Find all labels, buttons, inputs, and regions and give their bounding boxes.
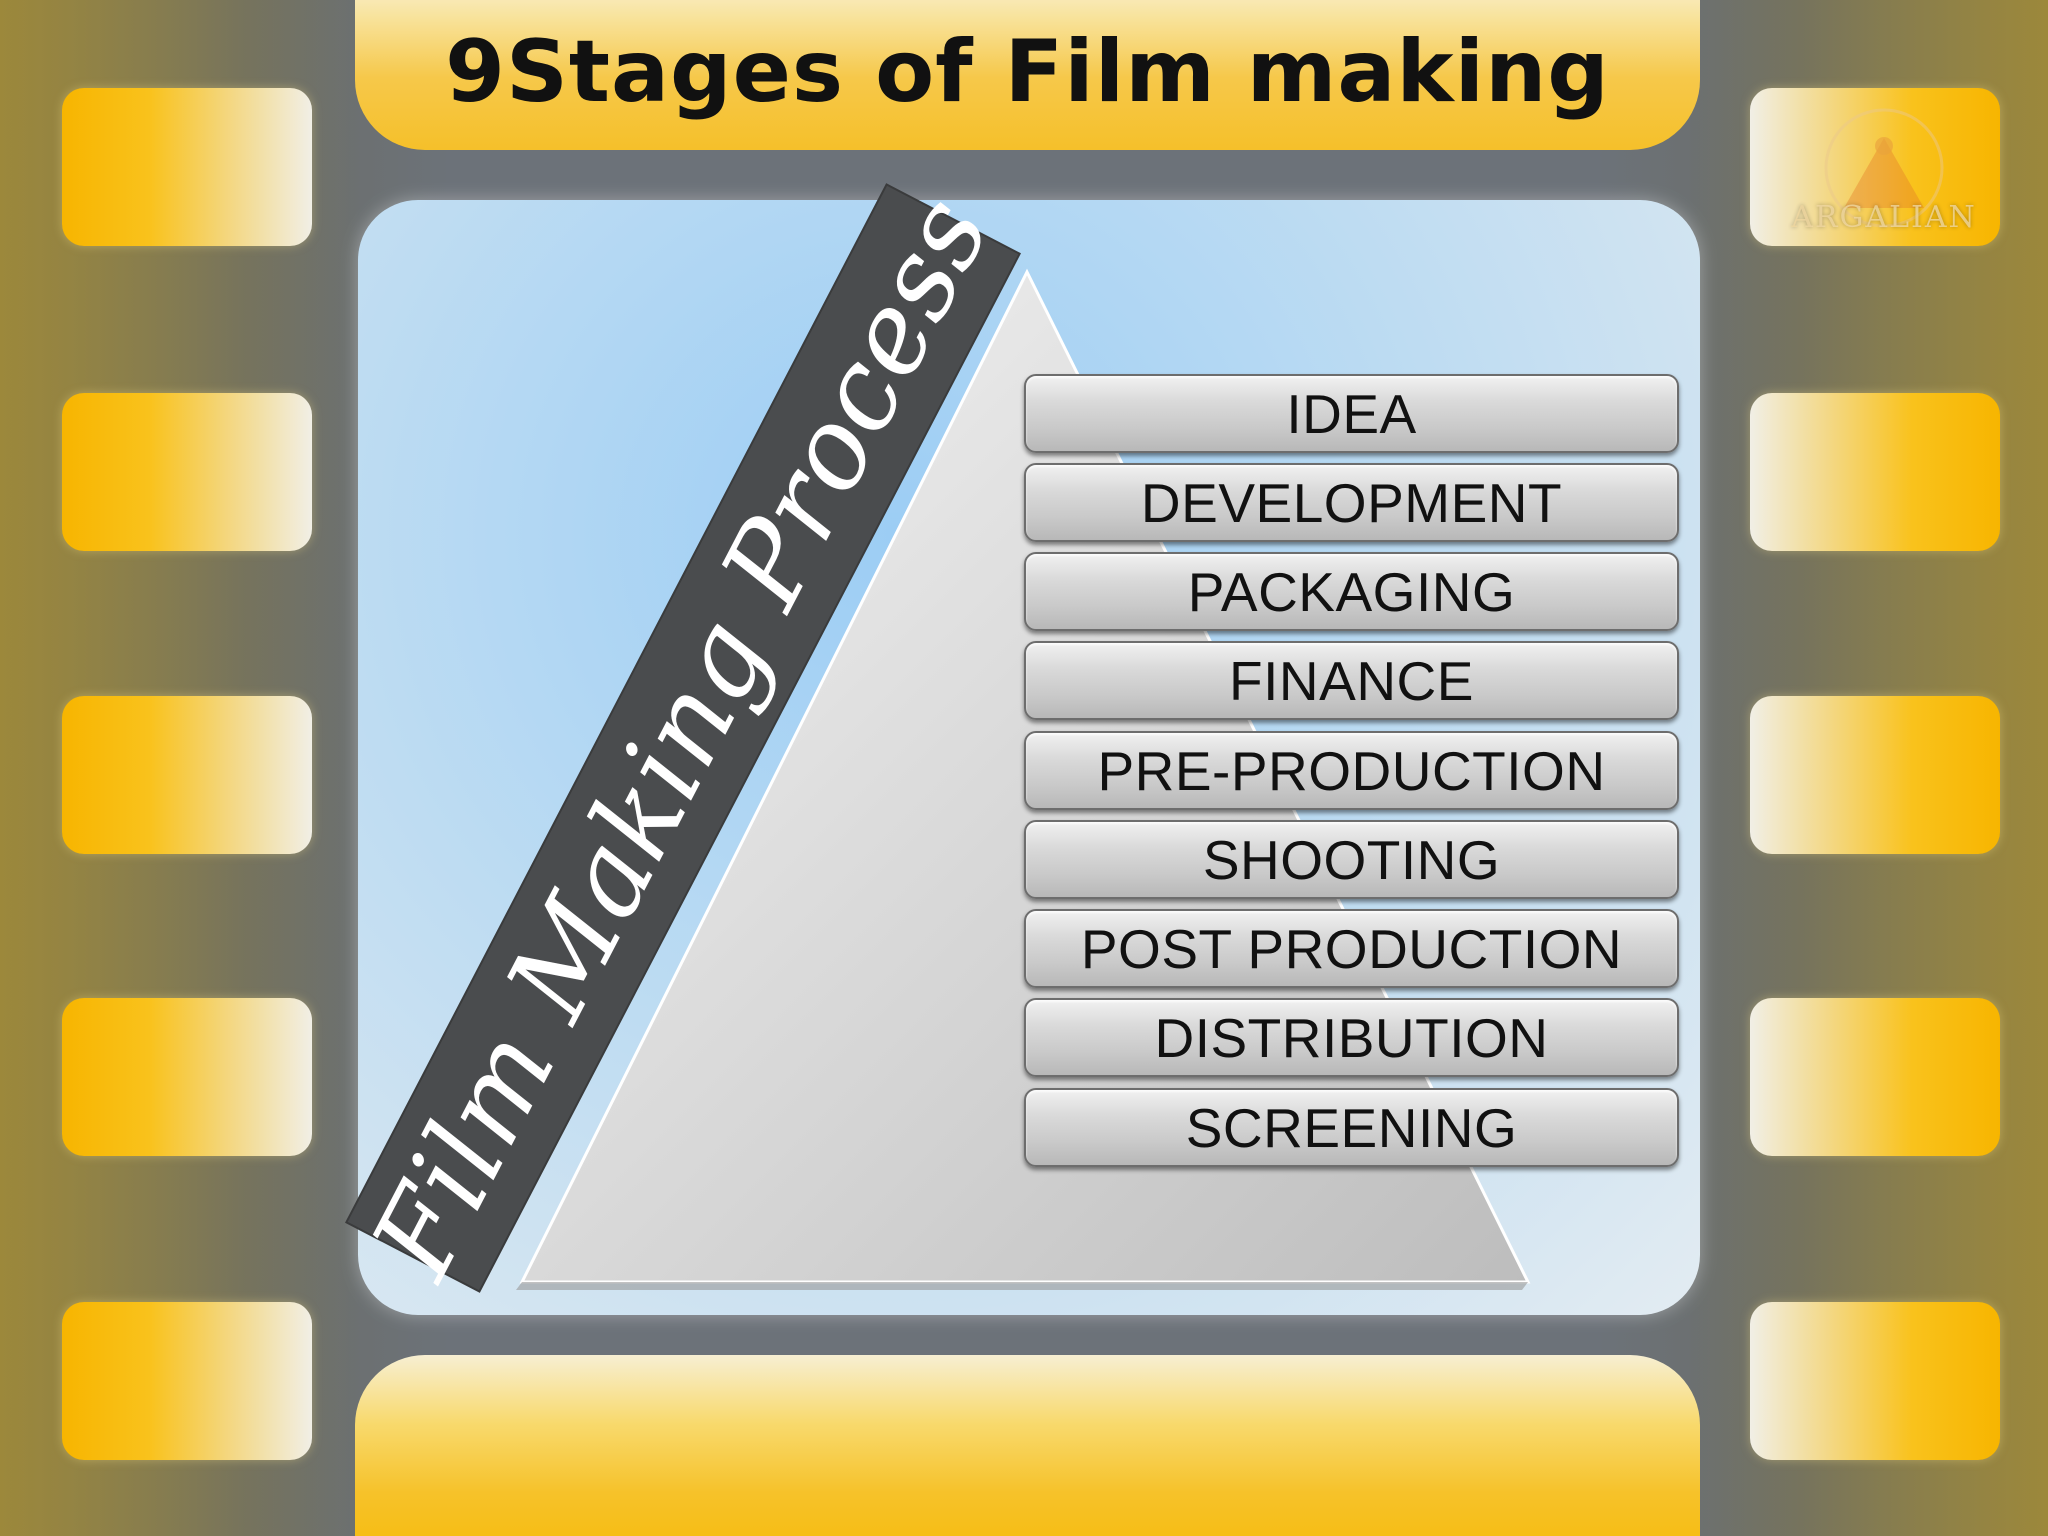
slide-title: 9Stages of Film making (445, 22, 1610, 122)
stage-box-pre-production: PRE-PRODUCTION (1024, 731, 1679, 810)
title-band (355, 0, 1700, 150)
stage-box-finance: FINANCE (1024, 641, 1679, 720)
sprocket-hole-right-1 (1750, 88, 2000, 246)
stage-box-shooting: SHOOTING (1024, 820, 1679, 899)
stage-box-idea: IDEA (1024, 374, 1679, 453)
sprocket-hole-right-2 (1750, 393, 2000, 551)
stage-box-development: DEVELOPMENT (1024, 463, 1679, 542)
sprocket-hole-left-1 (62, 88, 312, 246)
argalian-logo-icon (1824, 108, 1944, 228)
sprocket-hole-left-3 (62, 696, 312, 854)
sprocket-hole-left-5 (62, 1302, 312, 1460)
sprocket-hole-left-2 (62, 393, 312, 551)
stage-box-screening: SCREENING (1024, 1088, 1679, 1167)
stage-box-distribution: DISTRIBUTION (1024, 998, 1679, 1077)
sprocket-hole-right-3 (1750, 696, 2000, 854)
stage-box-packaging: PACKAGING (1024, 552, 1679, 631)
sprocket-hole-left-4 (62, 998, 312, 1156)
sprocket-hole-right-4 (1750, 998, 2000, 1156)
pyramid-base-shadow (516, 1282, 1528, 1290)
logo-text: ARGALIAN (1791, 200, 1977, 235)
stage-box-post-production: POST PRODUCTION (1024, 909, 1679, 988)
sprocket-hole-right-5 (1750, 1302, 2000, 1460)
bottom-frame-band (355, 1355, 1700, 1536)
